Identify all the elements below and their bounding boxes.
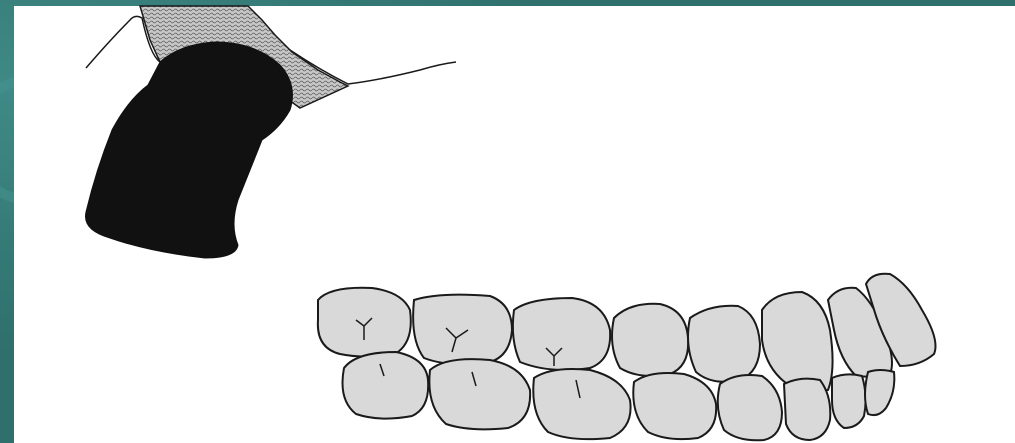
lower-molar-2 [429, 359, 530, 429]
upper-molar-1 [318, 288, 411, 357]
lower-incisor-2 [832, 374, 866, 428]
upper-molar-2 [413, 295, 512, 365]
lower-premolar-2 [633, 373, 716, 439]
lower-incisor-1 [784, 379, 830, 440]
lower-molar-1 [343, 352, 429, 419]
lower-canine [718, 375, 782, 440]
upper-premolar-2 [612, 304, 688, 376]
upper-premolar-1 [513, 298, 610, 370]
upper-canine [688, 306, 760, 382]
